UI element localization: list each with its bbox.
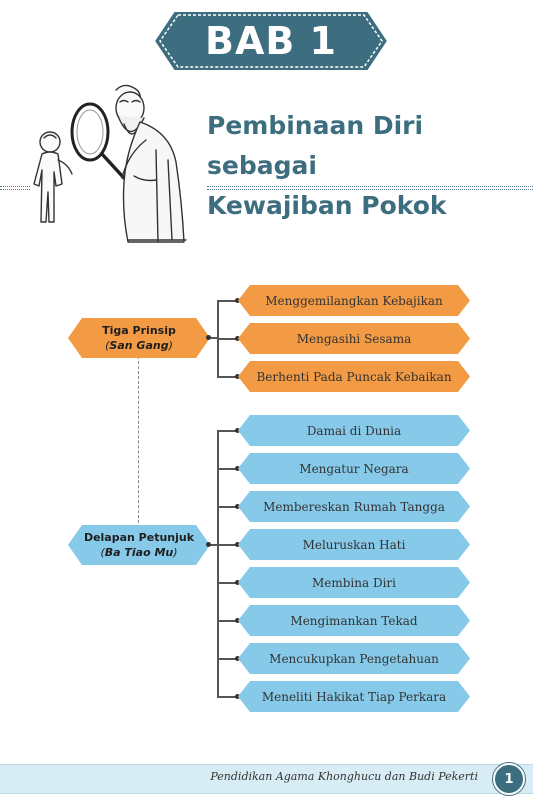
connector-dot xyxy=(235,374,240,379)
connector-dot xyxy=(206,542,211,547)
badge-shape xyxy=(152,10,390,72)
item-san-gang: Berhenti Pada Puncak Kebaikan xyxy=(238,361,470,392)
root-tiga-prinsip: Tiga Prinsip (San Gang) xyxy=(68,318,210,358)
connector-branch xyxy=(217,376,237,378)
page-number: 1 xyxy=(493,763,525,795)
connector-branch xyxy=(217,658,237,660)
sage-figure xyxy=(115,84,187,243)
connector-dot xyxy=(235,428,240,433)
divider-left xyxy=(0,186,30,190)
connector-branch xyxy=(217,430,237,432)
item-ba-tiao-mu: Meneliti Hakikat Tiap Perkara xyxy=(238,681,470,712)
chapter-label: BAB 1 xyxy=(204,19,337,63)
root-tiga-prinsip-name: Tiga Prinsip xyxy=(102,324,176,337)
connector-dot xyxy=(235,618,240,623)
connector-dot xyxy=(235,298,240,303)
connector-dot xyxy=(235,542,240,547)
connector-branch xyxy=(217,696,237,698)
item-san-gang: Mengasihi Sesama xyxy=(238,323,470,354)
item-ba-tiao-mu: Meluruskan Hati xyxy=(238,529,470,560)
chapter-badge: BAB 1 xyxy=(152,9,390,73)
group-connector xyxy=(138,356,139,528)
connector-branch xyxy=(217,300,237,302)
connector-horizontal xyxy=(210,337,218,339)
connector-branch xyxy=(217,544,237,546)
connector-dot xyxy=(235,694,240,699)
connector-dot xyxy=(235,336,240,341)
connector-vertical xyxy=(217,430,219,697)
root-delapan-petunjuk: Delapan Petunjuk (Ba Tiao Mu) xyxy=(68,525,210,565)
magnifying-glass xyxy=(70,102,126,180)
item-ba-tiao-mu: Mengimankan Tekad xyxy=(238,605,470,636)
footer-book-title: Pendidikan Agama Khonghucu dan Budi Peke… xyxy=(210,770,478,783)
item-san-gang: Menggemilangkan Kebajikan xyxy=(238,285,470,316)
connector-branch xyxy=(217,468,237,470)
chapter-title: Pembinaan Diri sebagai Kewajiban Pokok xyxy=(207,106,527,226)
root-delapan-petunjuk-name: Delapan Petunjuk xyxy=(83,531,195,544)
boy-figure xyxy=(33,131,73,223)
connector-dot xyxy=(235,656,240,661)
connector-branch xyxy=(217,506,237,508)
connector-dot xyxy=(235,466,240,471)
item-ba-tiao-mu: Mencukupkan Pengetahuan xyxy=(238,643,470,674)
divider-right xyxy=(207,186,533,190)
item-ba-tiao-mu: Membina Diri xyxy=(238,567,470,598)
connector-branch xyxy=(217,582,237,584)
chapter-title-line-2: Kewajiban Pokok xyxy=(207,191,447,220)
footer-band xyxy=(0,764,533,794)
connector-branch xyxy=(217,620,237,622)
connector-dot xyxy=(206,335,211,340)
connector-horizontal xyxy=(210,544,218,546)
sage-with-magnifier-illustration xyxy=(28,80,198,250)
connector-branch xyxy=(217,338,237,340)
principles-diagram: Tiga Prinsip (San Gang) Menggemilangkan … xyxy=(0,270,533,720)
chapter-title-line-1: Pembinaan Diri sebagai xyxy=(207,111,424,180)
item-ba-tiao-mu: Mengatur Negara xyxy=(238,453,470,484)
connector-dot xyxy=(235,580,240,585)
connector-dot xyxy=(235,504,240,509)
root-tiga-prinsip-sub: (San Gang) xyxy=(105,339,173,352)
root-delapan-petunjuk-sub: (Ba Tiao Mu) xyxy=(100,546,178,559)
item-ba-tiao-mu: Damai di Dunia xyxy=(238,415,470,446)
item-ba-tiao-mu: Membereskan Rumah Tangga xyxy=(238,491,470,522)
